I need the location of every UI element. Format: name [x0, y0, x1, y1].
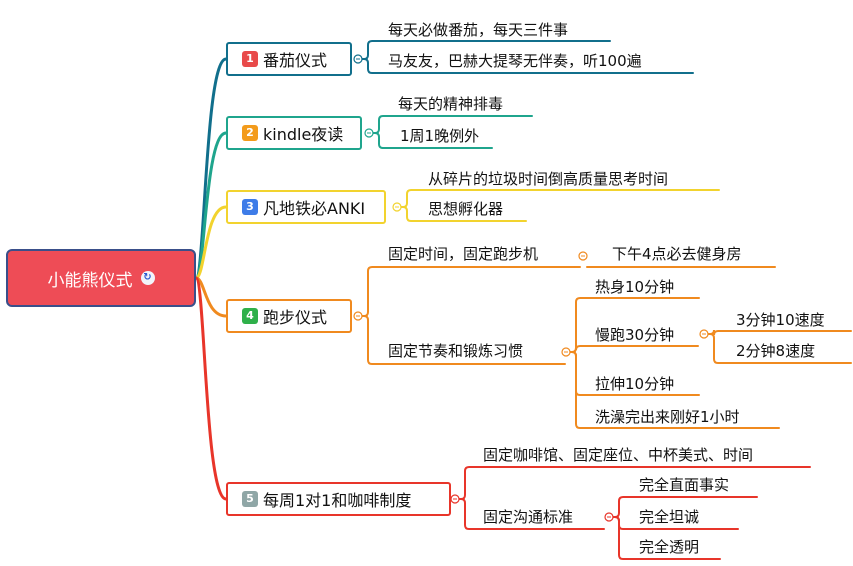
subtopic[interactable]: 慢跑30分钟 — [595, 326, 675, 344]
subtopic[interactable]: 每天的精神排毒 — [398, 95, 504, 113]
subtopic[interactable]: 固定时间，固定跑步机 — [388, 245, 539, 263]
priority-1-icon: 1 — [242, 51, 258, 67]
branch-connector — [707, 333, 852, 364]
subtopic[interactable]: 完全坦诚 — [639, 508, 700, 526]
branch-connector — [372, 132, 493, 149]
subtopic[interactable]: 每天必做番茄，每天三件事 — [388, 21, 569, 39]
subtopic[interactable]: 马友友，巴赫大提琴无伴奏，听100遍 — [388, 52, 642, 70]
topic-weekly-one-on-one[interactable]: 5 每周1对1和咖啡制度 — [226, 482, 451, 516]
subtopic[interactable]: 2分钟8速度 — [736, 342, 816, 360]
root-connector — [194, 276, 228, 501]
branch-connector — [569, 351, 780, 429]
topic-running-ritual[interactable]: 4 跑步仪式 — [226, 299, 352, 333]
subtopic[interactable]: 固定沟通标准 — [483, 508, 574, 526]
subtopic[interactable]: 热身10分钟 — [595, 278, 675, 296]
link-icon[interactable]: ↻ — [140, 271, 155, 285]
branch-connector — [361, 58, 694, 74]
subtopic[interactable]: 1周1晚例外 — [400, 127, 480, 145]
topic-label: 番茄仪式 — [263, 51, 328, 70]
branch-connector — [569, 345, 699, 353]
root-topic[interactable]: 小能熊仪式 ↻ — [6, 249, 196, 307]
topic-label: 每周1对1和咖啡制度 — [263, 491, 412, 510]
subtopic[interactable]: 固定节奏和锻炼习惯 — [388, 342, 524, 360]
branch-connector — [458, 466, 811, 500]
topic-tomato-ritual[interactable]: 1 番茄仪式 — [226, 42, 352, 76]
priority-3-icon: 3 — [242, 199, 258, 215]
subtopic[interactable]: 3分钟10速度 — [736, 311, 825, 329]
branch-connector — [361, 315, 566, 365]
subtopic[interactable]: 完全透明 — [639, 538, 700, 556]
root-connector — [194, 131, 228, 280]
subtopic[interactable]: 洗澡完出来刚好1小时 — [595, 408, 740, 426]
topic-kindle-night-reading[interactable]: 2 kindle夜读 — [226, 116, 362, 150]
topic-label: 凡地铁必ANKI — [263, 199, 366, 218]
subtopic[interactable]: 思想孵化器 — [428, 200, 504, 218]
subtopic[interactable]: 固定咖啡馆、固定座位、中杯美式、时间 — [483, 446, 754, 464]
subtopic[interactable]: 完全直面事实 — [639, 476, 730, 494]
branch-connector — [361, 266, 576, 317]
subtopic[interactable]: 拉伸10分钟 — [595, 375, 675, 393]
root-topic-label: 小能熊仪式 — [47, 270, 133, 291]
topic-label: kindle夜读 — [263, 125, 344, 144]
branch-connector — [400, 206, 527, 222]
subtopic[interactable]: 从碎片的垃圾时间倒高质量思考时间 — [428, 170, 669, 188]
priority-2-icon: 2 — [242, 125, 258, 141]
branch-connector — [612, 516, 721, 560]
branch-connector — [458, 498, 605, 530]
branch-connector — [707, 329, 852, 336]
subtopic[interactable]: 下午4点必去健身房 — [612, 245, 742, 263]
topic-label: 跑步仪式 — [263, 308, 328, 327]
root-connector — [194, 205, 228, 280]
priority-5-icon: 5 — [242, 491, 258, 507]
topic-subway-anki[interactable]: 3 凡地铁必ANKI — [226, 190, 386, 224]
priority-4-icon: 4 — [242, 308, 258, 324]
